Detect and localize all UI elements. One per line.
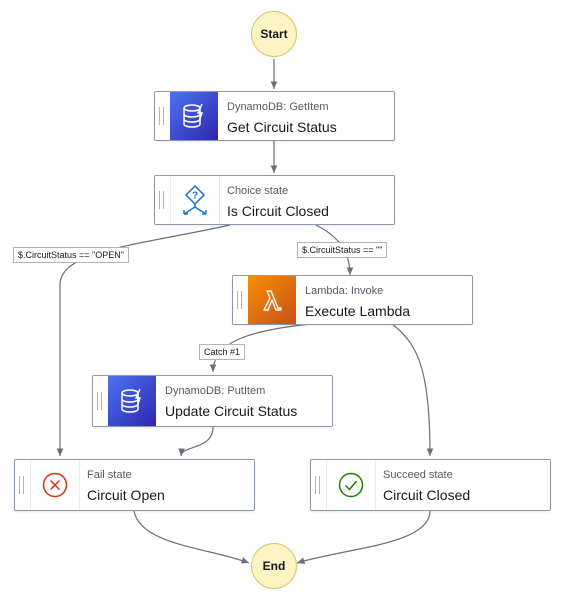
drag-handle[interactable]	[237, 291, 242, 309]
lambda-icon	[248, 276, 296, 324]
state-execute-lambda[interactable]: Lambda: Invoke Execute Lambda	[232, 275, 473, 325]
edge-fail-to-end	[133, 510, 250, 564]
fail-icon	[30, 460, 80, 510]
start-node[interactable]: Start	[251, 11, 297, 57]
state-name: Update Circuit Status	[165, 403, 298, 419]
drag-handle[interactable]	[315, 476, 320, 494]
edge-label-open[interactable]: $.CircuitStatus == "OPEN"	[13, 247, 129, 263]
state-type: Lambda: Invoke	[305, 285, 384, 297]
drag-handle[interactable]	[159, 107, 164, 125]
edge-update-to-fail	[178, 426, 214, 457]
drag-handle[interactable]	[97, 392, 102, 410]
end-node[interactable]: End	[251, 543, 297, 589]
state-name: Get Circuit Status	[227, 119, 337, 135]
succeed-icon	[326, 460, 376, 510]
state-name: Circuit Closed	[383, 487, 471, 503]
state-circuit-closed[interactable]: Succeed state Circuit Closed	[310, 459, 551, 511]
edge-choice-to-lambda	[315, 224, 354, 276]
state-type: Choice state	[227, 185, 289, 197]
edge-label-empty[interactable]: $.CircuitStatus == ""	[297, 242, 388, 258]
start-label: Start	[260, 27, 288, 41]
edge-succeed-to-end	[296, 510, 431, 564]
svg-text:?: ?	[192, 191, 198, 202]
state-type: Succeed state	[383, 469, 453, 481]
state-get-circuit-status[interactable]: DynamoDB: GetItem Get Circuit Status	[154, 91, 395, 141]
dynamodb-icon	[170, 92, 218, 140]
edge-lambda-to-update	[209, 323, 311, 373]
drag-handle[interactable]	[159, 191, 164, 209]
edge-lambda-to-succeed	[391, 323, 434, 457]
state-update-circuit-status[interactable]: DynamoDB: PutItem Update Circuit Status	[92, 375, 333, 427]
state-circuit-open[interactable]: Fail state Circuit Open	[14, 459, 255, 511]
state-name: Circuit Open	[87, 487, 165, 503]
state-name: Execute Lambda	[305, 303, 411, 319]
state-is-circuit-closed[interactable]: ? Choice state Is Circuit Closed	[154, 175, 395, 225]
state-type: Fail state	[87, 469, 132, 481]
state-type: DynamoDB: PutItem	[165, 385, 266, 397]
state-type: DynamoDB: GetItem	[227, 101, 329, 113]
state-name: Is Circuit Closed	[227, 203, 329, 219]
drag-handle[interactable]	[19, 476, 24, 494]
choice-icon: ?	[170, 176, 220, 224]
edge-label-catch[interactable]: Catch #1	[199, 344, 246, 360]
end-label: End	[262, 559, 286, 573]
dynamodb-icon	[108, 376, 156, 426]
